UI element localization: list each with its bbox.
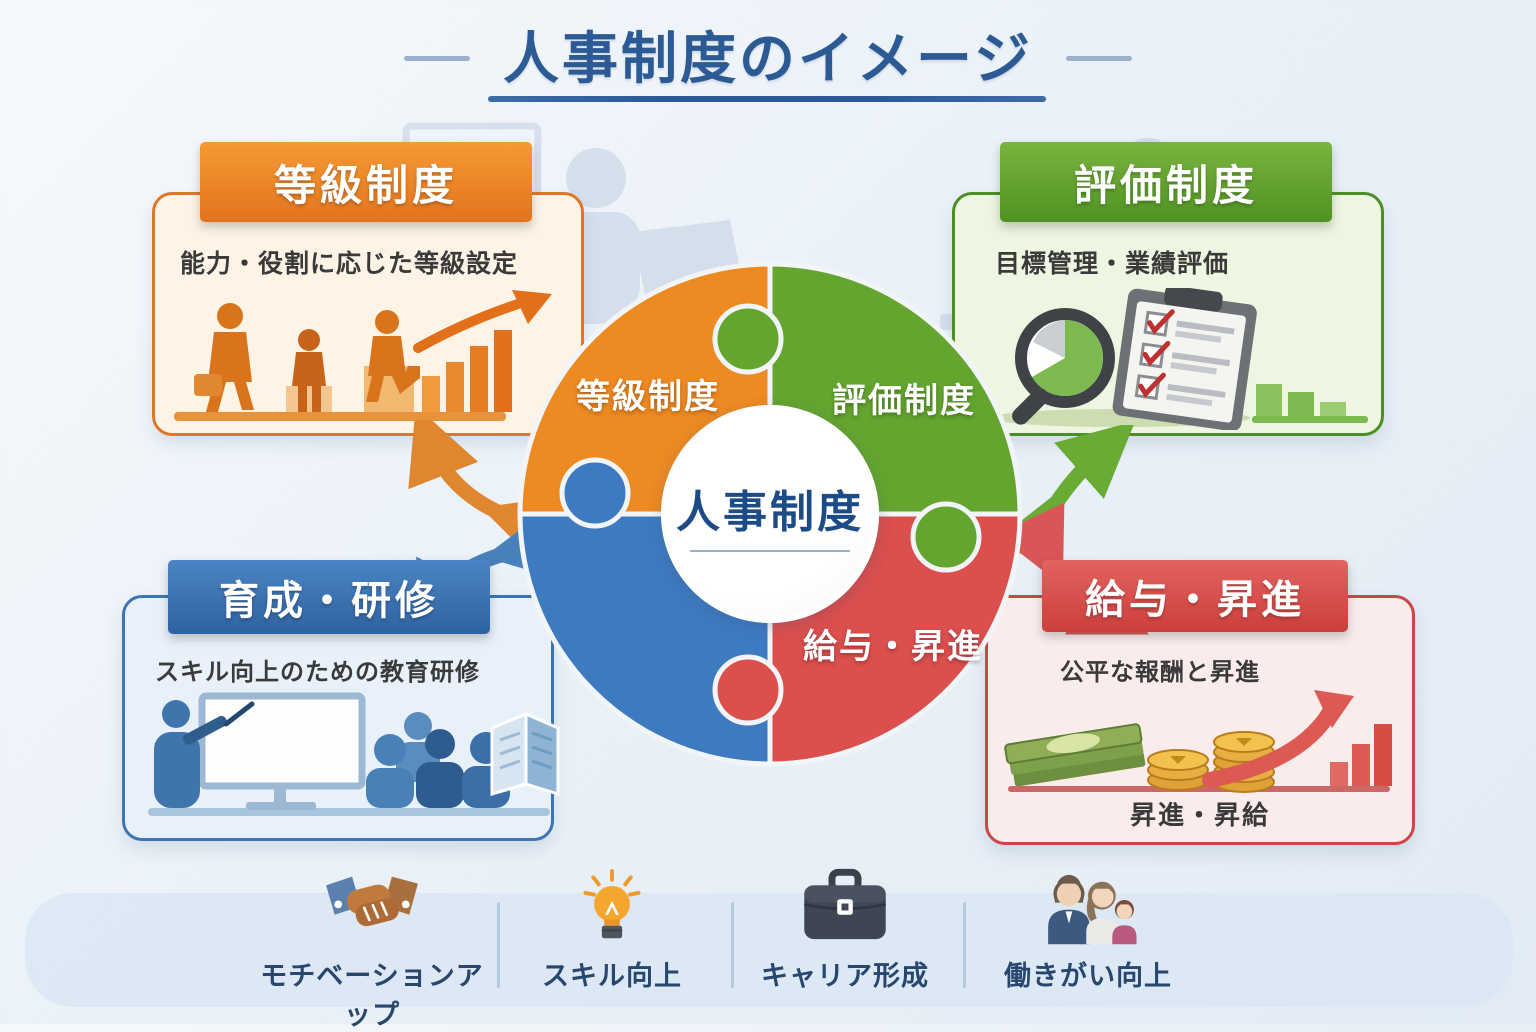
title-underline [488, 96, 1046, 102]
benefit-label: 働きがい向上 [1004, 961, 1172, 992]
benefit-label: スキル向上 [542, 961, 682, 992]
benefit-fulfillment: 働きがい向上 [968, 868, 1208, 993]
grading-description: 能力・役割に応じた等級設定 [180, 249, 519, 278]
benefit-skill: スキル向上 [502, 868, 722, 993]
benefit-divider [731, 902, 734, 988]
evaluation-description: 目標管理・業績評価 [995, 249, 1230, 278]
compensation-banner: 給与・昇進 [1042, 560, 1348, 632]
family-icon [1048, 874, 1137, 945]
hr-system-puzzle: 等級制度 評価制度 給与・昇進 人事制度 [513, 257, 1027, 771]
puzzle-ring [517, 261, 1023, 767]
benefit-divider [963, 902, 966, 988]
hub-label: 人事制度 [676, 487, 864, 538]
ring-label-compensation: 給与・昇進 [803, 627, 983, 667]
training-banner: 育成・研修 [168, 560, 490, 634]
ring-label-evaluation: 評価制度 [832, 381, 976, 421]
handshake-icon [326, 876, 418, 927]
compensation-illustration [1004, 690, 1392, 793]
briefcase-icon [803, 868, 887, 940]
evaluation-banner: 評価制度 [1000, 142, 1332, 222]
hub-underline [690, 550, 850, 552]
training-illustration [148, 692, 560, 816]
evaluation-illustration [990, 288, 1368, 430]
benefit-label: モチベーションアップ [260, 961, 484, 1031]
puzzle-center-hub: 人事制度 [661, 405, 879, 623]
benefits-band [25, 893, 1513, 1007]
benefit-divider [497, 902, 500, 988]
grading-illustration [174, 290, 552, 421]
page-header: 人事制度のイメージ [0, 14, 1536, 95]
title-dash-left [404, 56, 470, 61]
lightbulb-icon [583, 869, 641, 939]
benefit-label: キャリア形成 [761, 961, 929, 992]
benefit-career: キャリア形成 [735, 868, 955, 993]
training-description: スキル向上のための教育研修 [155, 658, 480, 686]
page-title: 人事制度のイメージ [503, 27, 1033, 92]
title-dash-right [1066, 56, 1132, 61]
ring-label-grading: 等級制度 [576, 377, 720, 417]
compensation-description: 公平な報酬と昇進 [1060, 658, 1260, 686]
benefit-motivation: モチベーションアップ [252, 868, 492, 1032]
grading-banner: 等級制度 [200, 142, 532, 222]
compensation-caption: 昇進・昇給 [1129, 801, 1270, 831]
